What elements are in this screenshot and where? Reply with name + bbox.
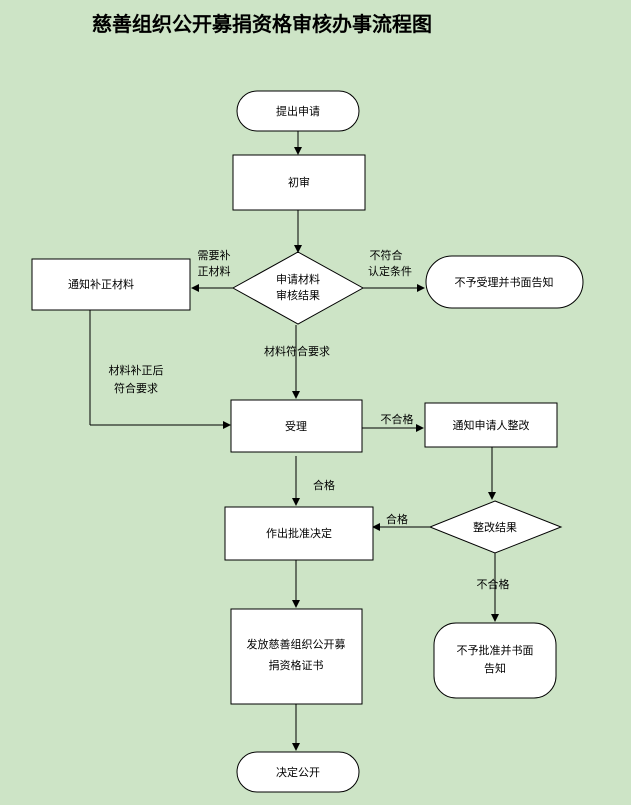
node-approve-decision (224, 506, 374, 561)
node-check-result-label-2: 审核结果 (276, 288, 320, 302)
edge-label-not-eligible-1: 不符合 (370, 248, 403, 262)
node-deny-notice-label-2: 告知 (484, 661, 506, 675)
edge-label-supplement-ok-1: 材料补正后 (109, 363, 164, 377)
node-deny-notice (433, 622, 557, 699)
node-publish-label: 决定公开 (276, 765, 320, 779)
node-check-result (231, 251, 365, 325)
node-initial-review (232, 154, 366, 211)
node-notify-rectify (424, 402, 558, 448)
edge-label-qualified-left: 合格 (386, 512, 408, 526)
node-approve-decision-label: 作出批准决定 (266, 526, 332, 540)
page-title: 慈善组织公开募捐资格审核办事流程图 (92, 12, 432, 36)
node-reject-notice (425, 255, 584, 309)
node-apply (236, 90, 360, 132)
node-notify-supplement (31, 258, 191, 311)
node-initial-review-label: 初审 (288, 175, 310, 189)
edge-label-unqualified: 不合格 (381, 412, 414, 426)
edge-label-qualified-down: 合格 (313, 478, 335, 492)
node-notify-supplement-label: 通知补正材料 (68, 277, 134, 291)
edge-label-supplement-ok-2: 符合要求 (114, 381, 158, 395)
node-rectify-result (428, 500, 563, 554)
node-accept (230, 399, 363, 453)
edge-label-need-supplement-2: 正材料 (198, 264, 231, 278)
node-issue-certificate-label-1: 发放慈善组织公开募 (247, 637, 346, 651)
edge-label-unqualified-down: 不合格 (477, 577, 510, 591)
node-notify-rectify-label: 通知申请人整改 (453, 418, 530, 432)
node-issue-certificate-label-2: 捐资格证书 (269, 658, 324, 672)
node-publish (236, 751, 360, 793)
node-accept-label: 受理 (285, 420, 307, 433)
edge-label-need-supplement-1: 需要补 (198, 249, 231, 262)
node-deny-notice-label-1: 不予批准并书面 (457, 643, 534, 657)
edge-label-materials-ok: 材料符合要求 (264, 344, 330, 358)
node-reject-notice-label: 不予受理并书面告知 (455, 275, 554, 289)
node-check-result-label-1: 申请材料 (276, 272, 320, 286)
edge-label-not-eligible-2: 认定条件 (368, 264, 412, 278)
node-rectify-result-label: 整改结果 (473, 520, 517, 534)
node-apply-label: 提出申请 (276, 104, 320, 118)
node-issue-certificate (230, 608, 363, 705)
